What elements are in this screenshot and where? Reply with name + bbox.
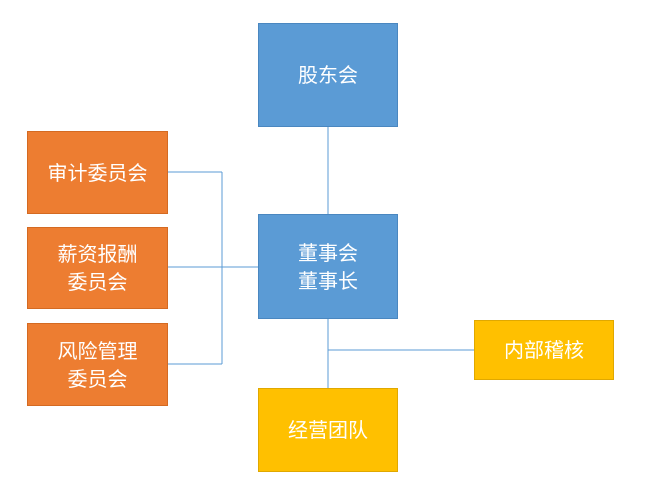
shareholders-box: 股东会 xyxy=(258,23,398,127)
board-label: 董事会 xyxy=(298,240,358,265)
shareholders-label: 股东会 xyxy=(298,63,358,87)
risk-committee-box: 风险管理 委员会 xyxy=(27,323,168,406)
internal-audit-label: 内部稽核 xyxy=(504,338,584,362)
board-box: 董事会 董事长 xyxy=(258,214,398,319)
management-team-box: 经营团队 xyxy=(258,388,398,472)
audit-committee-label: 审计委员会 xyxy=(47,160,148,185)
management-team-label: 经营团队 xyxy=(288,418,368,442)
chairman-label: 董事长 xyxy=(298,268,358,293)
risk-committee-label-line1: 风险管理 xyxy=(57,338,138,363)
compensation-committee-box: 薪资报酬 委员会 xyxy=(27,227,168,309)
internal-audit-box: 内部稽核 xyxy=(474,320,614,380)
compensation-committee-label-line1: 薪资报酬 xyxy=(57,242,138,266)
audit-committee-box: 审计委员会 xyxy=(27,131,168,214)
compensation-committee-label-line2: 委员会 xyxy=(67,270,128,294)
risk-committee-label-line2: 委员会 xyxy=(67,366,128,391)
